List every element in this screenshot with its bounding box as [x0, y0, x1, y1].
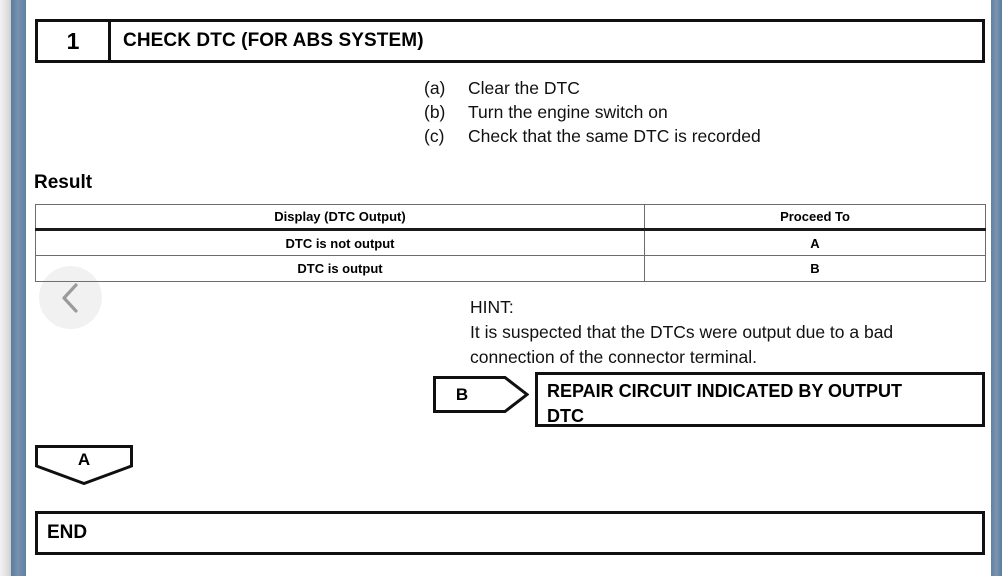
procedure-item: (b) Turn the engine switch on	[424, 100, 964, 124]
column-header-display: Display (DTC Output)	[35, 204, 645, 231]
step-title: CHECK DTC (FOR ABS SYSTEM)	[123, 30, 424, 51]
pentagon-down-icon	[35, 445, 133, 485]
hint-line-2: connection of the connector terminal.	[470, 347, 757, 367]
hint-block: HINT: It is suspected that the DTCs were…	[470, 295, 990, 370]
step-header-bar: 1 CHECK DTC (FOR ABS SYSTEM)	[35, 19, 985, 63]
end-box: END	[35, 511, 985, 555]
end-label: END	[47, 522, 88, 543]
step-number: 1	[38, 22, 111, 60]
previous-page-button[interactable]	[39, 266, 102, 329]
document-page: 1 CHECK DTC (FOR ABS SYSTEM) (a) Clear t…	[26, 0, 991, 576]
connector-a-label: A	[77, 450, 91, 469]
procedure-text: Check that the same DTC is recorded	[468, 126, 761, 146]
repair-line-2: DTC	[547, 406, 584, 426]
viewer-spine-right	[991, 0, 1002, 576]
connector-b-label: B	[455, 384, 469, 404]
procedure-label: (c)	[424, 126, 445, 146]
flow-connector-b: B	[433, 376, 529, 413]
table-header-row: Display (DTC Output) Proceed To	[35, 204, 986, 231]
procedure-text: Clear the DTC	[468, 78, 580, 98]
result-heading: Result	[34, 172, 93, 193]
procedure-item: (c) Check that the same DTC is recorded	[424, 124, 964, 148]
chevron-left-icon	[61, 282, 78, 313]
column-header-proceed: Proceed To	[644, 204, 986, 231]
procedure-list: (a) Clear the DTC (b) Turn the engine sw…	[424, 76, 964, 148]
hint-title: HINT:	[470, 297, 514, 317]
result-table: Display (DTC Output) Proceed To DTC is n…	[35, 204, 986, 282]
procedure-text: Turn the engine switch on	[468, 102, 668, 122]
viewer-spine-left	[11, 0, 26, 576]
procedure-label: (a)	[424, 78, 446, 98]
repair-line-1: REPAIR CIRCUIT INDICATED BY OUTPUT	[547, 381, 903, 401]
hint-line-1: It is suspected that the DTCs were outpu…	[470, 322, 894, 342]
flow-connector-a: A	[35, 445, 133, 485]
cell-proceed: A	[644, 229, 986, 256]
cell-display: DTC is not output	[35, 229, 645, 256]
cell-proceed: B	[644, 255, 986, 282]
procedure-item: (a) Clear the DTC	[424, 76, 964, 100]
repair-action-box: REPAIR CIRCUIT INDICATED BY OUTPUT DTC	[535, 372, 985, 427]
pentagon-right-icon	[433, 376, 529, 413]
procedure-label: (b)	[424, 102, 446, 122]
table-row: DTC is not output A	[35, 229, 986, 256]
viewer-gutter-left	[0, 0, 11, 576]
cell-display: DTC is output	[35, 255, 645, 282]
table-row: DTC is output B	[35, 255, 986, 282]
